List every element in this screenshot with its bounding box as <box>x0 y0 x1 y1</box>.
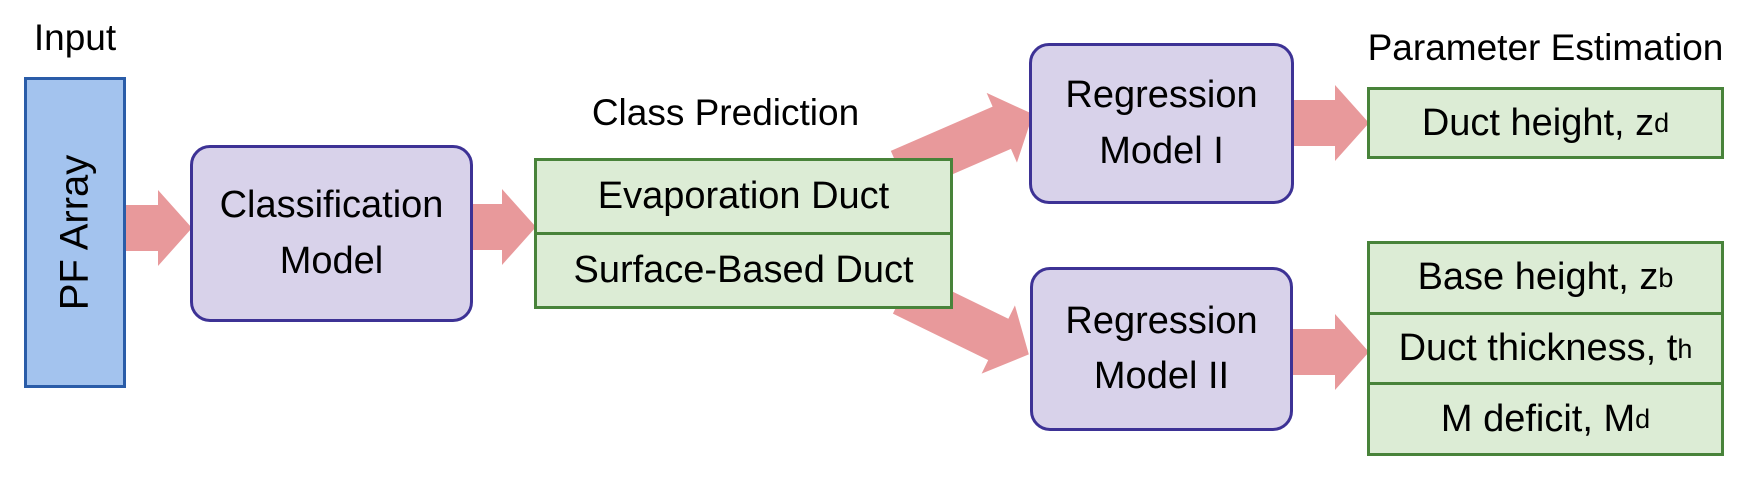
parameter-estimation-label: Parameter Estimation <box>1367 27 1724 68</box>
arrow-input-to-classification <box>124 190 192 266</box>
class-prediction-label: Class Prediction <box>591 92 860 133</box>
pf-array-node: PF Array <box>24 77 126 388</box>
pf-array-text: PF Array <box>52 154 97 311</box>
m-deficit-base: M deficit, M <box>1440 397 1636 440</box>
duct-thickness-base: Duct thickness, t <box>1398 327 1678 369</box>
classification-model-node: Classification Model <box>190 145 473 322</box>
arrow-classification-to-prediction <box>471 189 536 265</box>
base-height-base: Base height, z <box>1417 256 1659 299</box>
arrow-regression1-to-duct-height <box>1292 85 1369 161</box>
input-label: Input <box>33 17 117 58</box>
arrow-regression2-to-parameters <box>1292 314 1369 390</box>
regression-model-1-node: Regression Model I <box>1029 43 1294 204</box>
duct-height-base: Duct height, z <box>1421 101 1655 144</box>
evaporation-duct-node: Evaporation Duct <box>597 175 890 217</box>
regression-model-2-node: Regression Model II <box>1030 267 1293 431</box>
surface-based-duct-node: Surface-Based Duct <box>537 232 950 306</box>
class-prediction-stack: Evaporation Duct Surface-Based Duct <box>534 158 953 309</box>
